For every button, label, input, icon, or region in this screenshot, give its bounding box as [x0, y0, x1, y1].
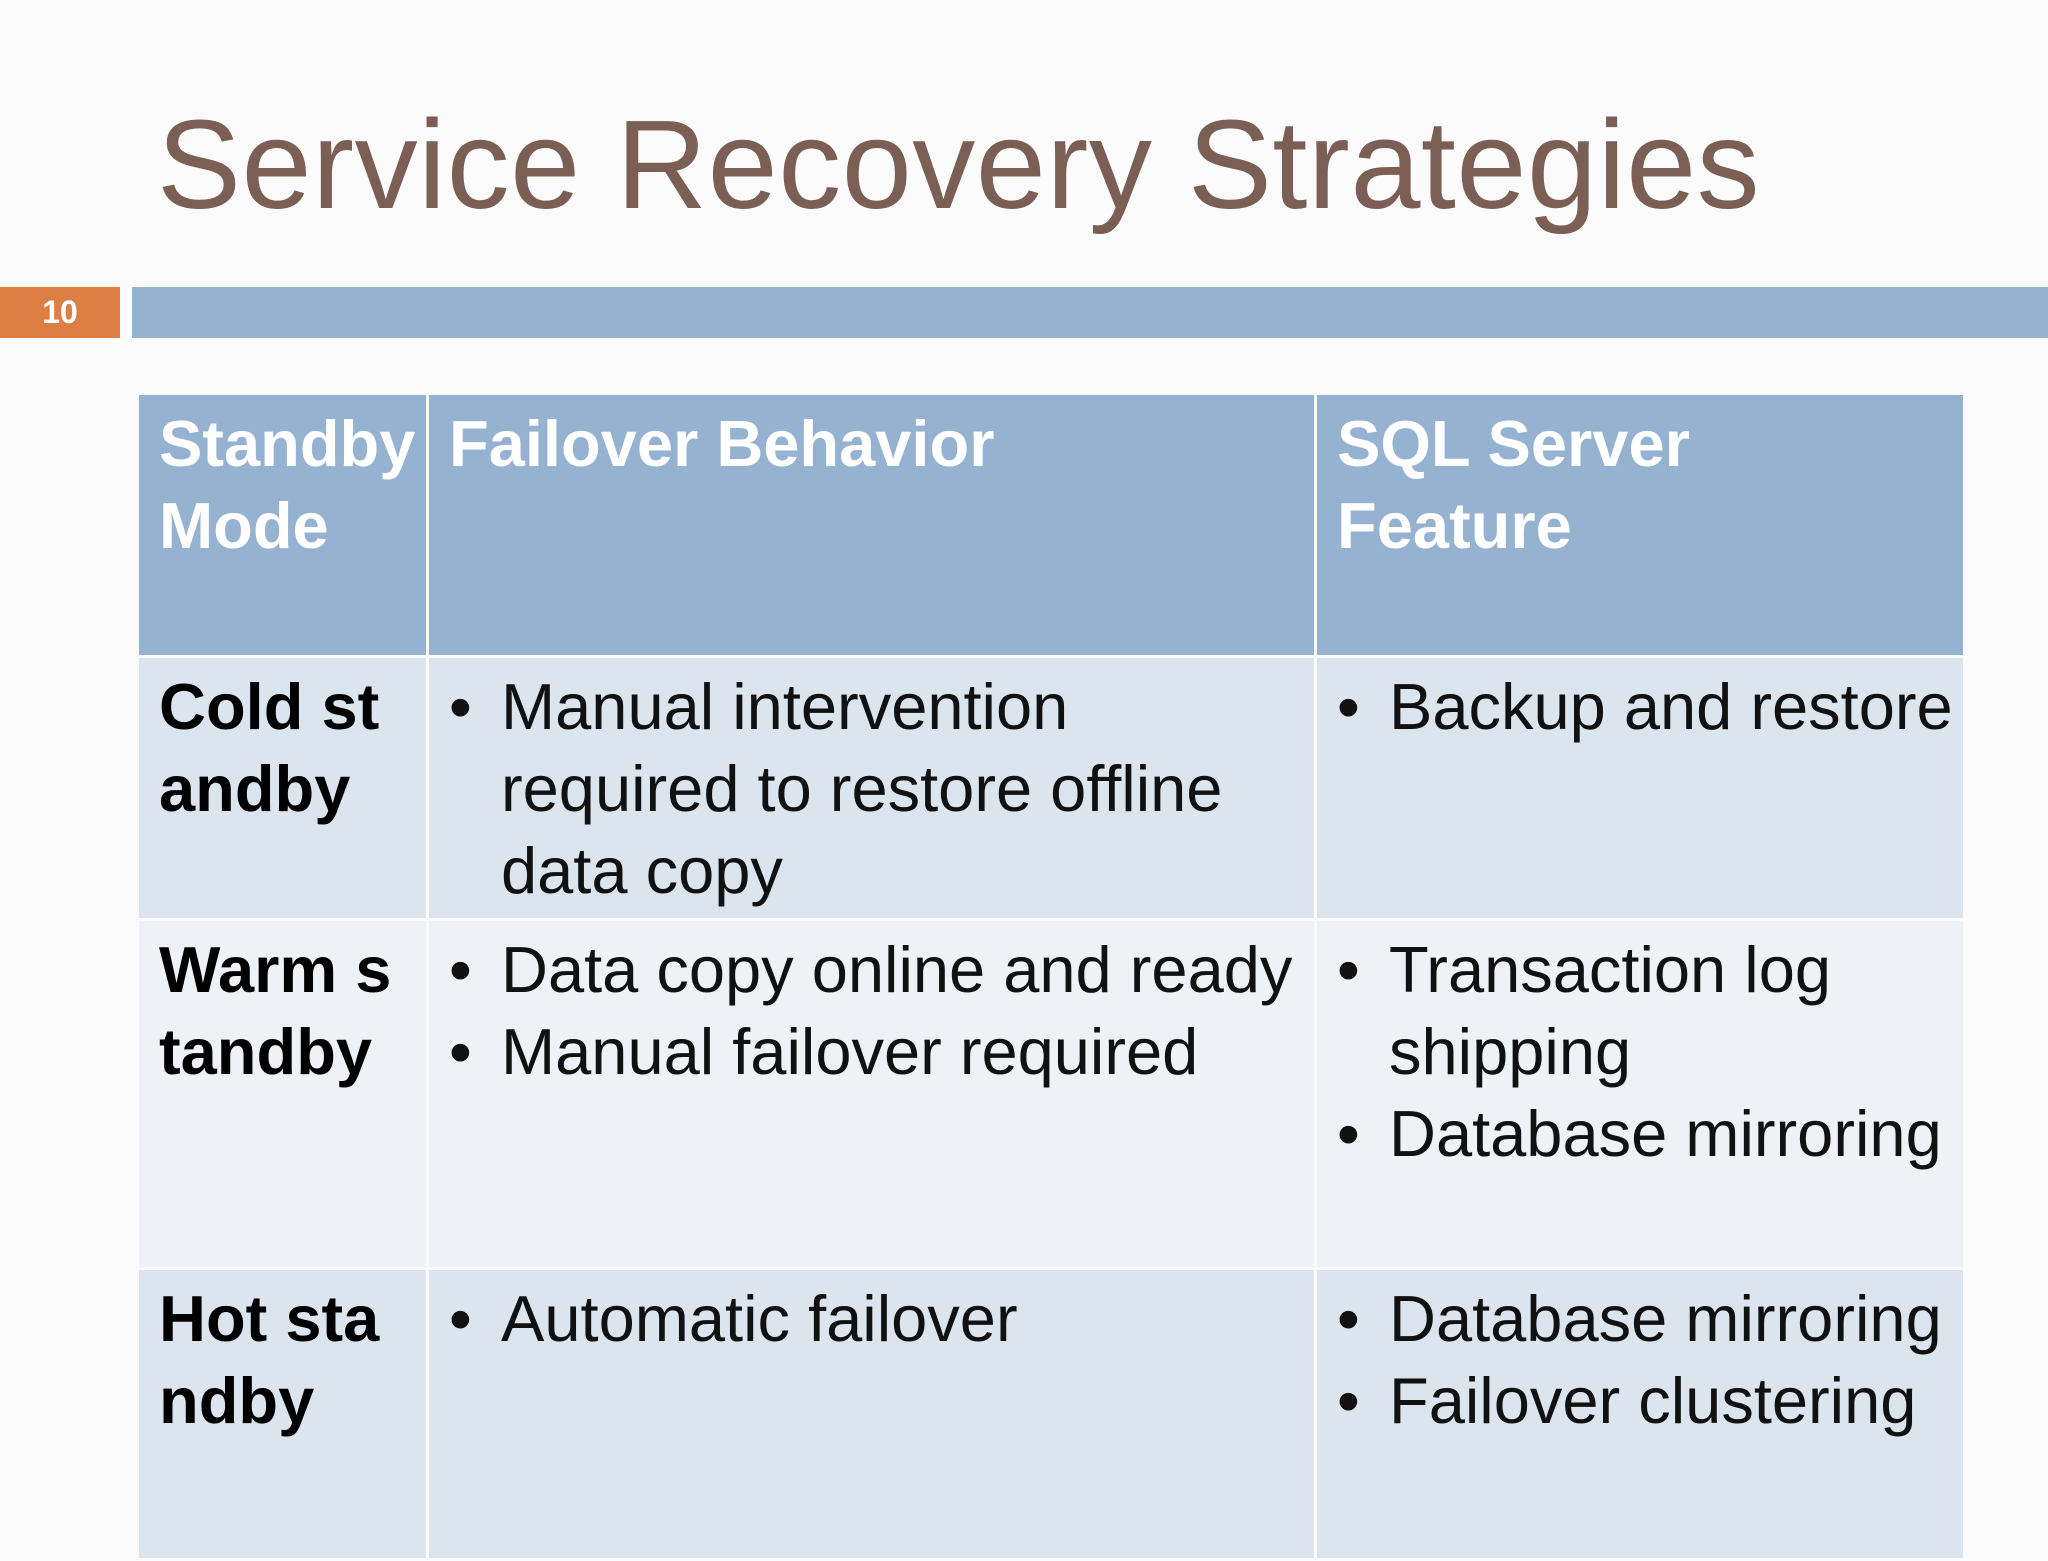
behavior-cell: • Automatic failover — [426, 1267, 1317, 1561]
feature-text: Backup and restore — [1389, 670, 1953, 743]
table-header-row: Standby Mode Failover Behavior SQL Serve… — [136, 392, 1966, 658]
behavior-item: • Manual failover required — [449, 1011, 1296, 1093]
feature-item: • Transaction log shipping — [1337, 929, 1953, 1093]
feature-item: • Failover clustering — [1337, 1360, 1953, 1442]
feature-item: • Database mirroring — [1337, 1093, 1953, 1175]
feature-text: Transaction log shipping — [1389, 933, 1831, 1088]
recovery-strategies-table: Standby Mode Failover Behavior SQL Serve… — [136, 392, 1966, 1561]
behavior-text: Data copy online and ready — [501, 933, 1293, 1006]
slide-title: Service Recovery Strategies — [157, 94, 1761, 235]
table-row: Warm standby•Data copy online and ready•… — [136, 918, 1966, 1270]
header-standby-mode: Standby Mode — [136, 392, 429, 658]
behavior-cell: • Manual intervention required to restore… — [426, 655, 1317, 921]
behavior-item: • Data copy online and ready — [449, 929, 1296, 1011]
bullet-icon: • — [1337, 1097, 1360, 1170]
feature-text: Database mirroring — [1389, 1097, 1942, 1170]
bullet-icon: • — [449, 1015, 472, 1088]
bullet-icon: • — [449, 670, 472, 743]
feature-item: • Database mirroring — [1337, 1278, 1953, 1360]
standby-mode-cell: Cold standby — [136, 655, 429, 921]
bullet-icon: • — [1337, 1282, 1360, 1355]
behavior-cell: • Data copy online and ready • Manual failo… — [426, 918, 1317, 1270]
header-sql-feature: SQL Server Feature — [1314, 392, 1966, 658]
bullet-icon: • — [1337, 933, 1360, 1006]
feature-cell: • Transaction log shipping • Database mirro… — [1314, 918, 1966, 1270]
feature-text: Failover clustering — [1389, 1364, 1917, 1437]
feature-cell: • Database mirroring • Failover clustering — [1314, 1267, 1966, 1561]
standby-mode-cell: Hot standby — [136, 1267, 429, 1561]
title-divider-bar — [132, 287, 2048, 338]
behavior-text: Manual intervention required to restore … — [501, 670, 1223, 907]
behavior-text: Automatic failover — [501, 1282, 1018, 1355]
table-row: Hot standby • Automatic failover • Database … — [136, 1267, 1966, 1561]
behavior-item: • Manual intervention required to restore… — [449, 666, 1296, 912]
slide-number: 10 — [0, 287, 120, 338]
bullet-icon: • — [1337, 670, 1360, 743]
header-failover-behavior: Failover Behavior — [426, 392, 1317, 658]
feature-cell: • Backup and restore — [1314, 655, 1966, 921]
table-row: Cold standby • Manual intervention require… — [136, 655, 1966, 921]
feature-text: Database mirroring — [1389, 1282, 1942, 1355]
behavior-text: Manual failover required — [501, 1015, 1199, 1088]
feature-item: • Backup and restore — [1337, 666, 1953, 748]
bullet-icon: • — [449, 933, 472, 1006]
behavior-item: • Automatic failover — [449, 1278, 1296, 1360]
bullet-icon: • — [1337, 1364, 1360, 1437]
standby-mode-cell: Warm standby — [136, 918, 429, 1270]
bullet-icon: • — [449, 1282, 472, 1355]
